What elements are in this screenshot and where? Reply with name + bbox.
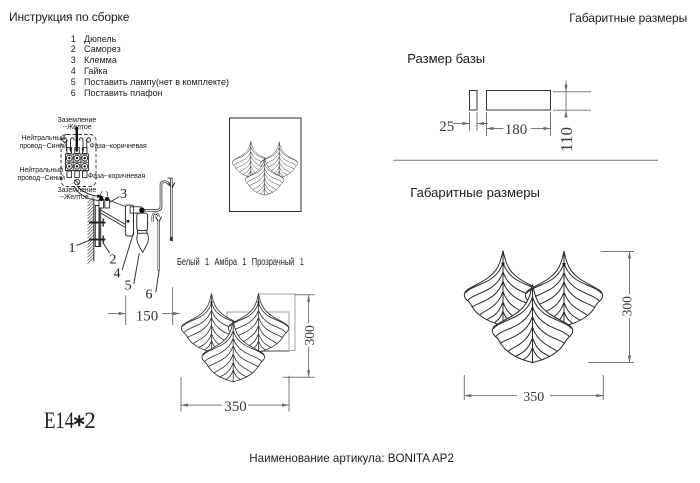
svg-text:3: 3 xyxy=(120,187,127,202)
svg-text:25: 25 xyxy=(439,119,454,135)
svg-text:2: 2 xyxy=(110,253,117,268)
svg-text:180: 180 xyxy=(505,122,528,138)
svg-text:6: 6 xyxy=(146,288,153,303)
svg-text:300: 300 xyxy=(302,325,317,346)
svg-text:150: 150 xyxy=(136,308,159,324)
svg-text:350: 350 xyxy=(224,399,247,415)
svg-text:5: 5 xyxy=(125,279,132,294)
svg-text:300: 300 xyxy=(620,296,635,317)
svg-text:350: 350 xyxy=(523,390,544,405)
svg-text:1: 1 xyxy=(69,241,76,256)
svg-text:4: 4 xyxy=(114,267,121,282)
svg-text:110: 110 xyxy=(557,127,576,152)
